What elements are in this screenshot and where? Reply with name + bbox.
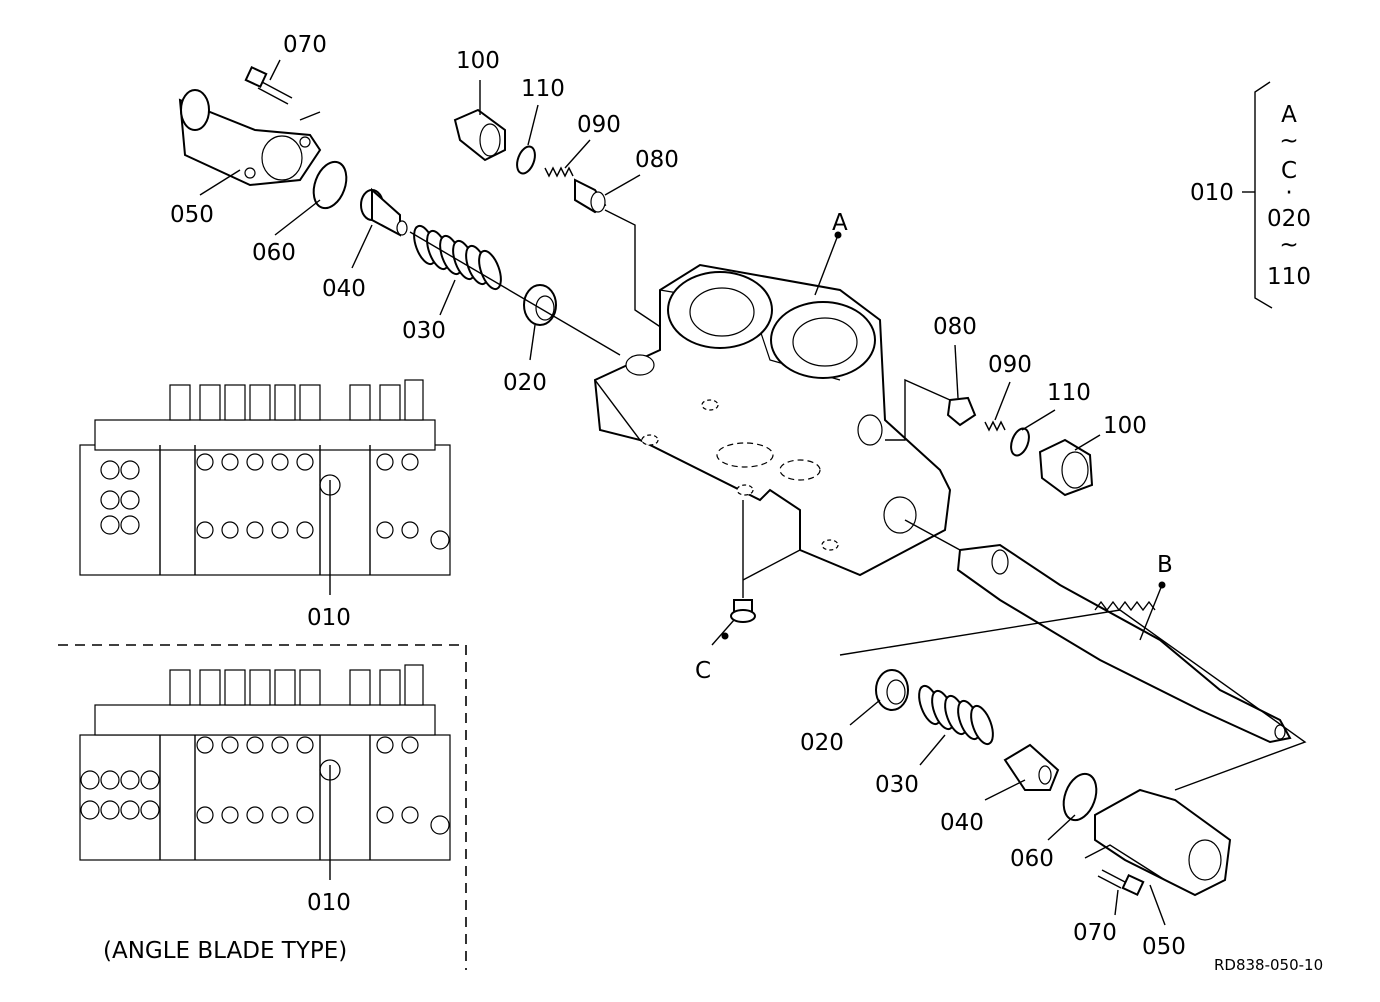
bolt-070-top: [244, 65, 293, 105]
cap-050-bot: [1094, 788, 1232, 897]
plug-c: [730, 599, 756, 623]
section-valve-angle-blade: [79, 664, 451, 880]
spring-seat-040-top: [360, 187, 408, 237]
callout-080-top: 080: [635, 147, 679, 173]
callout-110-top: 110: [521, 76, 565, 102]
callout-010-angle-blade: 010: [307, 890, 351, 916]
ref-a-dot: [834, 231, 842, 239]
spring-seat-020-top: [523, 284, 557, 326]
legend-line-5: 020: [1267, 206, 1311, 232]
bolt-070-bot: [1097, 869, 1145, 897]
ref-c-dot: [721, 632, 729, 640]
callout-030-bot: 030: [875, 772, 919, 798]
ref-label-c: C: [695, 658, 711, 684]
legend-line-4: ·: [1285, 180, 1292, 206]
callout-040-top: 040: [322, 276, 366, 302]
legend-line-6: ~: [1279, 232, 1298, 258]
callout-070-bot: 070: [1073, 920, 1117, 946]
angle-blade-caption: (ANGLE BLADE TYPE): [103, 938, 347, 964]
callout-060-bot: 060: [1010, 846, 1054, 872]
plug-100-top: [453, 108, 506, 162]
oring-060-bot: [1062, 772, 1098, 822]
callout-090-top: 090: [577, 112, 621, 138]
callout-050-top: 050: [170, 202, 214, 228]
legend-line-2: ~: [1279, 128, 1298, 154]
spring-seat-020-bot: [875, 669, 909, 711]
section-valve-standard: [79, 379, 451, 595]
cap-050-top: [178, 89, 322, 187]
callout-020-bot: 020: [800, 730, 844, 756]
callout-090-right: 090: [988, 352, 1032, 378]
callout-030-top: 030: [402, 318, 446, 344]
oring-110-right: [1010, 427, 1030, 457]
drawing-code: RD838-050-10: [1214, 956, 1323, 974]
callout-050-bot: 050: [1142, 934, 1186, 960]
valve-body-a: [593, 263, 952, 577]
spring-090-top: [544, 166, 574, 178]
ref-label-b: B: [1157, 552, 1173, 578]
spring-seat-040-bot: [1003, 743, 1060, 791]
callout-100-right: 100: [1103, 413, 1147, 439]
oring-060-top: [312, 160, 348, 210]
ref-b-dot: [1158, 581, 1166, 589]
spring-030-top: [413, 224, 502, 291]
ref-label-a: A: [832, 210, 848, 236]
callout-010-standard: 010: [307, 605, 351, 631]
poppet-080-top: [574, 178, 607, 214]
callout-020-top: 020: [503, 370, 547, 396]
legend-line-3: C: [1281, 158, 1297, 184]
oring-110-top: [516, 145, 536, 175]
callout-040-bot: 040: [940, 810, 984, 836]
callout-110-right: 110: [1047, 380, 1091, 406]
poppet-080-right: [946, 396, 977, 427]
callout-010-legend: 010: [1190, 180, 1234, 206]
callout-080-right: 080: [933, 314, 977, 340]
callout-070-top: 070: [283, 32, 327, 58]
callout-060-top: 060: [252, 240, 296, 266]
callout-100-top: 100: [456, 48, 500, 74]
plug-100-right: [1038, 438, 1094, 497]
spring-090-right: [984, 420, 1006, 432]
legend-bracket: [1242, 81, 1273, 309]
spool-b: [956, 543, 1292, 744]
spring-030-bot: [918, 684, 994, 746]
legend-line-7: 110: [1267, 264, 1311, 290]
legend-line-1: A: [1281, 102, 1297, 128]
